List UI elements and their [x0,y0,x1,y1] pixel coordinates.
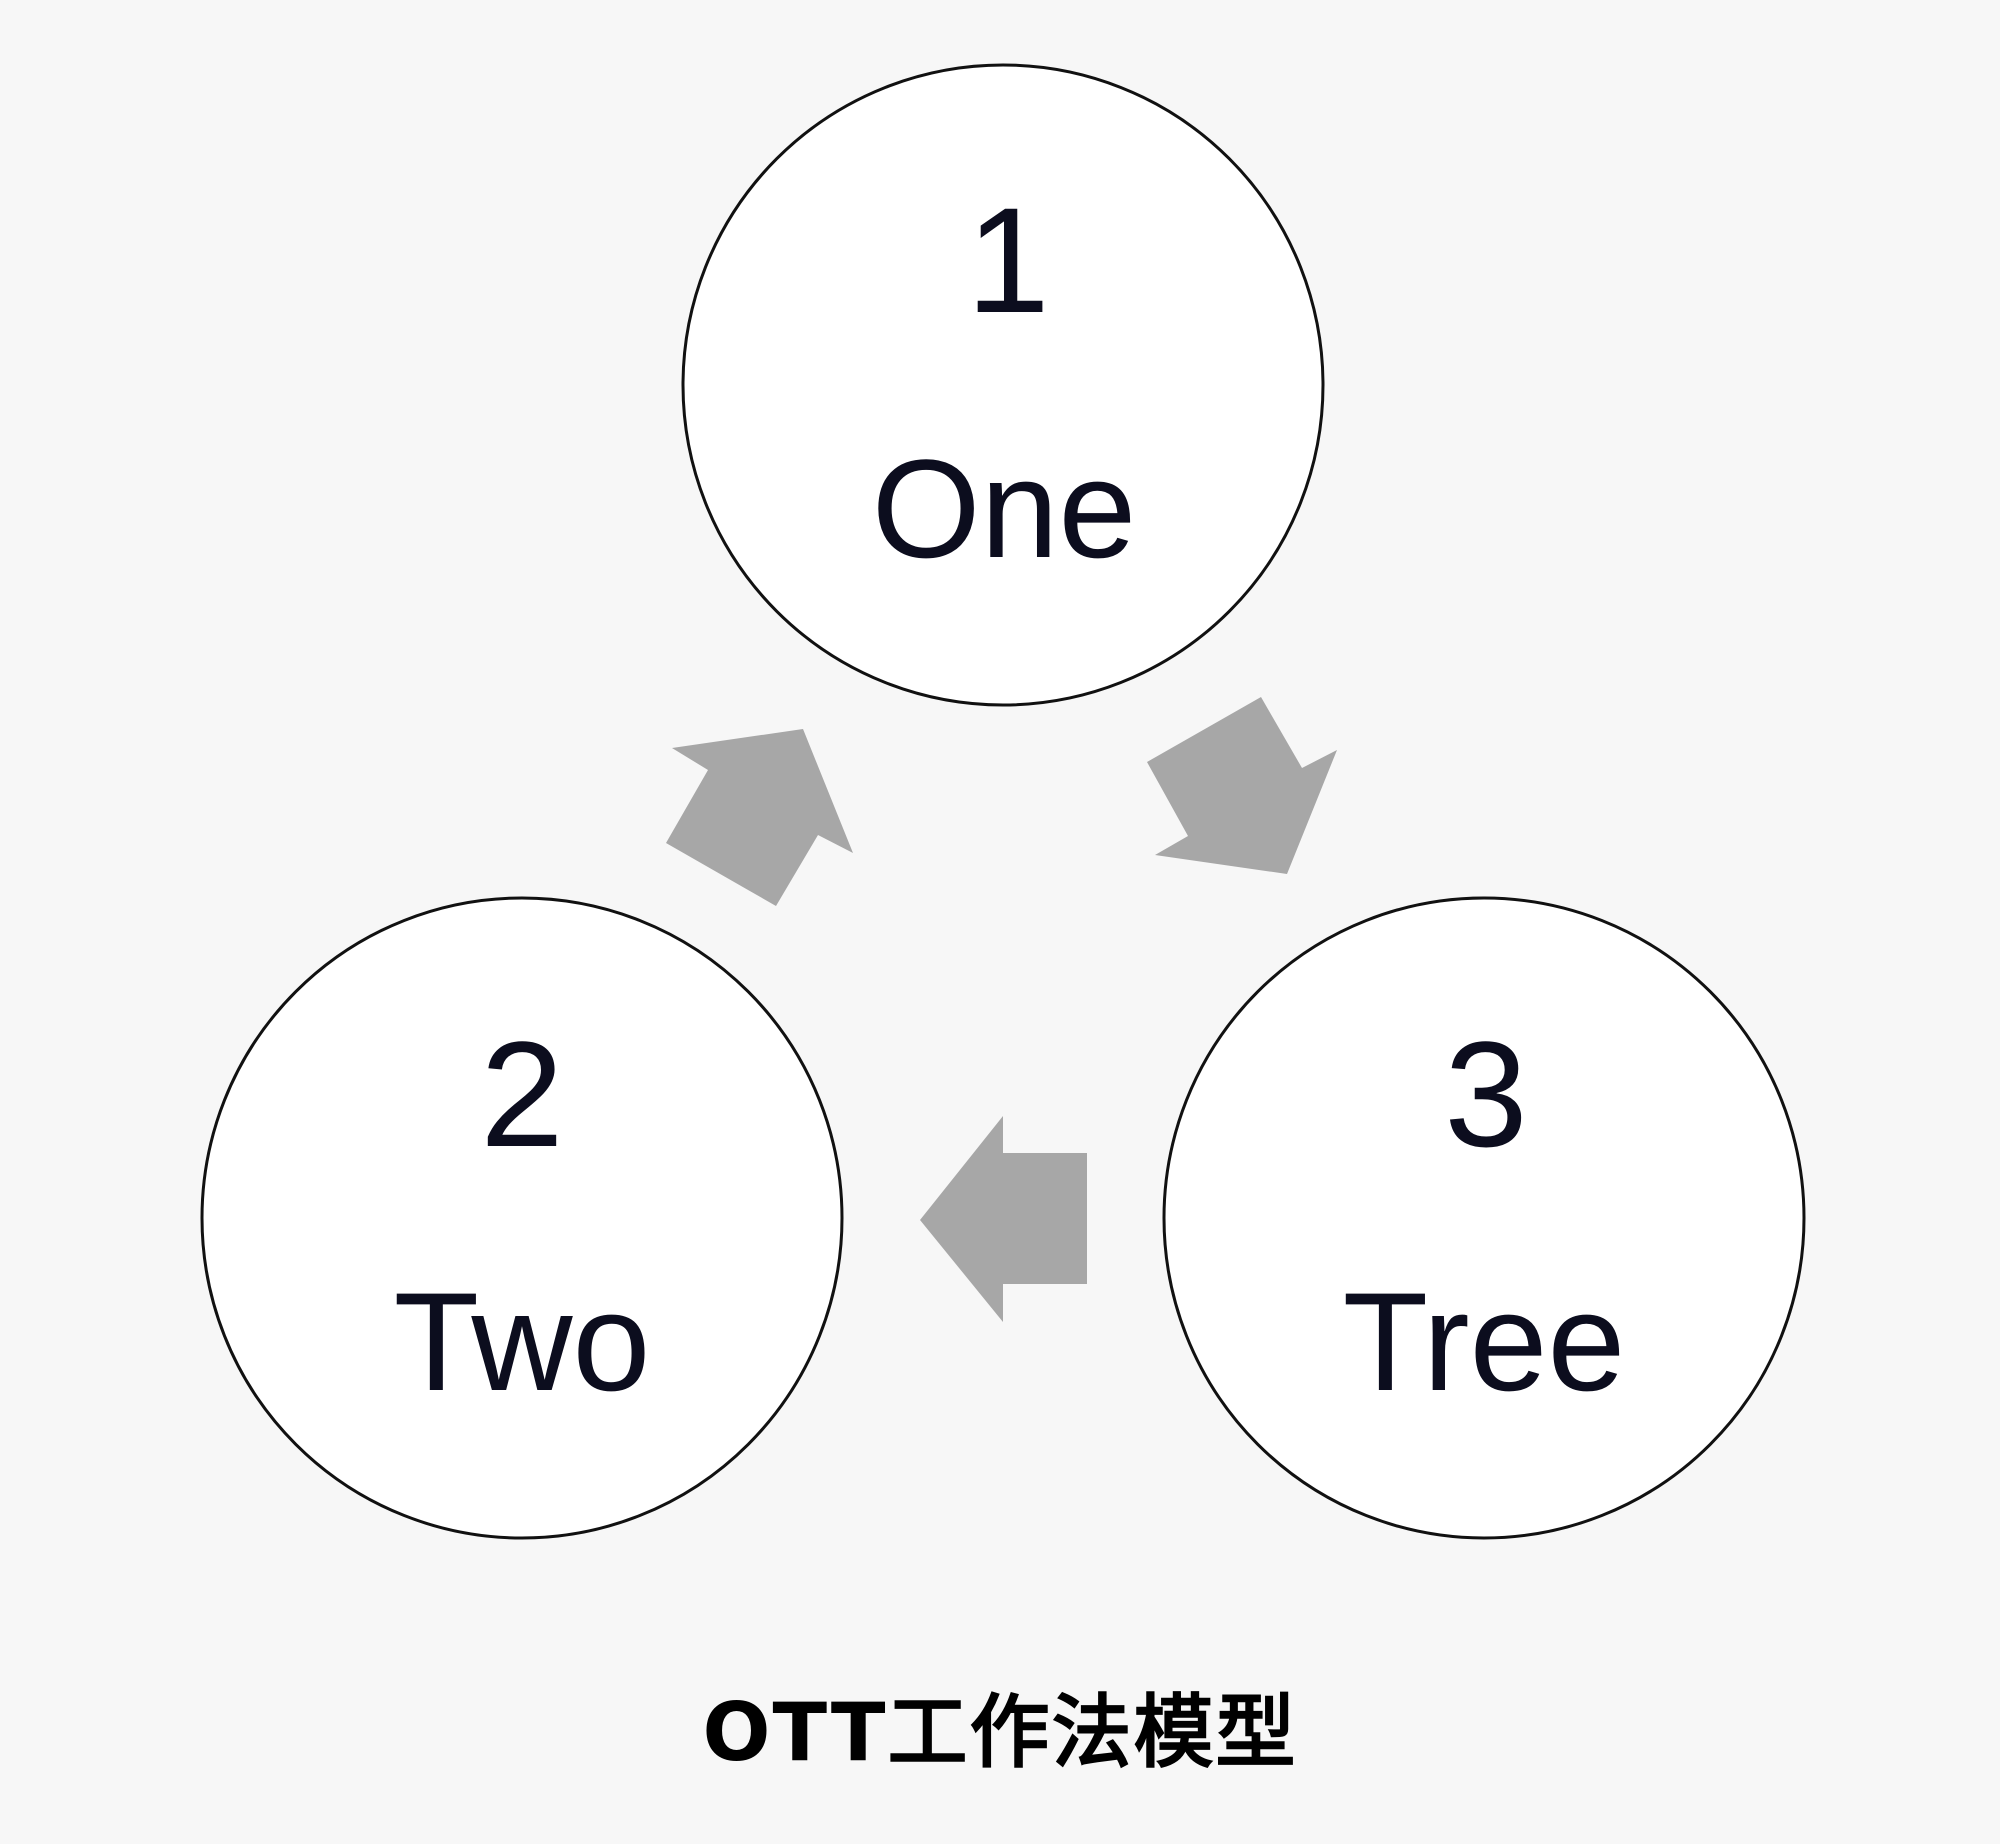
node-three-number: 3 [1444,1010,1527,1178]
node-two-label: Two [394,1263,651,1420]
node-three-label: Tree [1343,1263,1626,1420]
arrow-three-to-two [920,1116,1087,1322]
node-one-number: 1 [966,176,1049,344]
node-three: 3 Tree [1162,896,1806,1540]
node-one-circle [681,63,1325,707]
node-three-circle [1162,896,1806,1540]
arrow-two-to-one [666,729,853,906]
node-two-number: 2 [480,1010,563,1178]
node-two-circle [200,896,844,1540]
diagram-caption: OTT工作法模型 [702,1686,1298,1779]
node-one-label: One [872,430,1137,587]
arrow-one-to-three [1147,697,1337,874]
node-two: 2 Two [200,896,844,1540]
node-one: 1 One [681,63,1325,707]
